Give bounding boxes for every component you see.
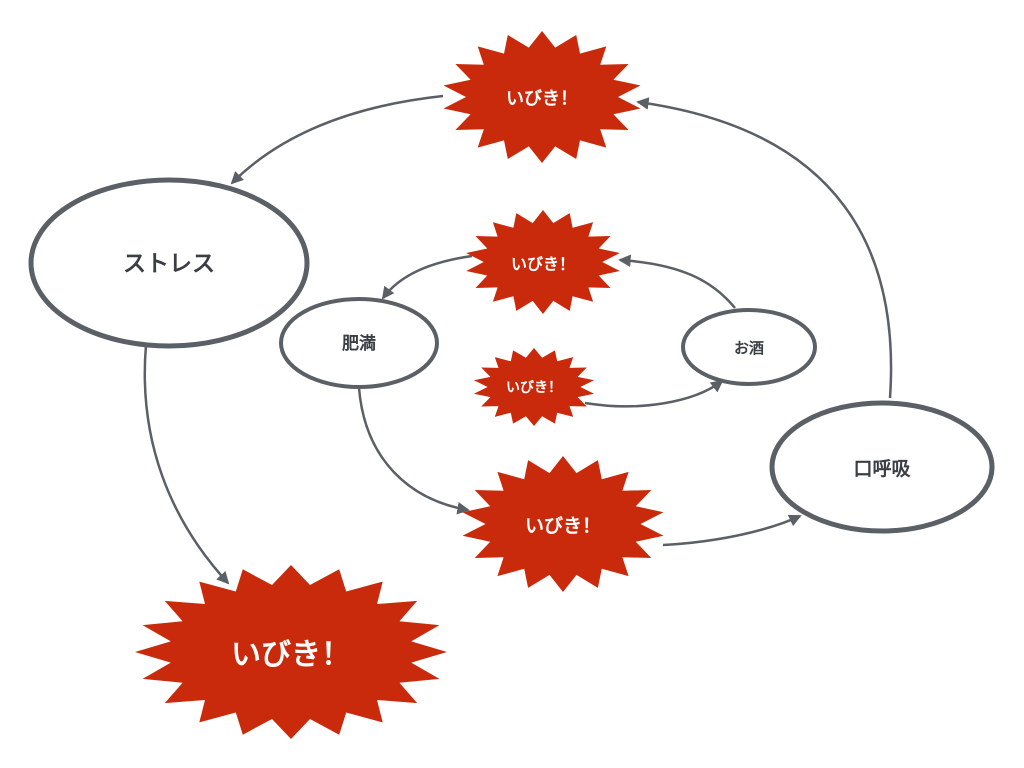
burst-center-small-shape: [473, 348, 595, 426]
edges: [143, 94, 893, 585]
node-obesity: 肥満: [279, 297, 439, 389]
burst-top-shape: [443, 31, 641, 163]
alcohol-label: お酒: [734, 339, 764, 357]
burst-bottom-large-shape: [135, 565, 447, 739]
edge-mouth-breathing-to-top-burst: [636, 97, 893, 399]
edge-upper-burst-to-obesity: [381, 254, 473, 300]
burst-center-small-label: いびき！: [506, 380, 562, 396]
edge-stress-to-bottom-burst: [143, 344, 230, 585]
alcohol-ellipse: [681, 308, 817, 386]
burst-top: いびき！: [443, 31, 641, 163]
mouth-breathing-ellipse: [769, 400, 995, 534]
burst-top-label: いびき！: [506, 89, 578, 110]
edge-top-burst-to-stress: [230, 94, 444, 185]
edge-lower-burst-to-mouth-breathing: [662, 514, 802, 547]
burst-center-small: いびき！: [473, 348, 595, 426]
burst-upper-middle-label: いびき！: [511, 255, 575, 274]
burst-lower-middle: いびき！: [462, 456, 664, 592]
burst-bottom-large-label: いびき！: [231, 638, 351, 673]
burst-lower-middle-label: いびき！: [525, 515, 601, 537]
edge-small-burst-to-alcohol: [584, 379, 724, 408]
node-stress: ストレス: [28, 177, 310, 349]
burst-upper-middle: いびき！: [466, 210, 620, 314]
node-mouth-breathing: 口呼吸: [769, 400, 995, 534]
edge-alcohol-to-upper-burst: [618, 254, 736, 309]
stress-ellipse: [28, 177, 310, 349]
burst-bottom-large: いびき！: [135, 565, 447, 739]
burst-upper-middle-shape: [466, 210, 620, 314]
burst-lower-middle-shape: [462, 456, 664, 592]
node-alcohol: お酒: [681, 308, 817, 386]
obesity-label: 肥満: [342, 333, 376, 354]
mouth-breathing-label: 口呼吸: [853, 458, 911, 480]
stress-label: ストレス: [123, 251, 215, 277]
obesity-ellipse: [279, 297, 439, 389]
edge-obesity-to-lower-burst: [357, 387, 470, 515]
